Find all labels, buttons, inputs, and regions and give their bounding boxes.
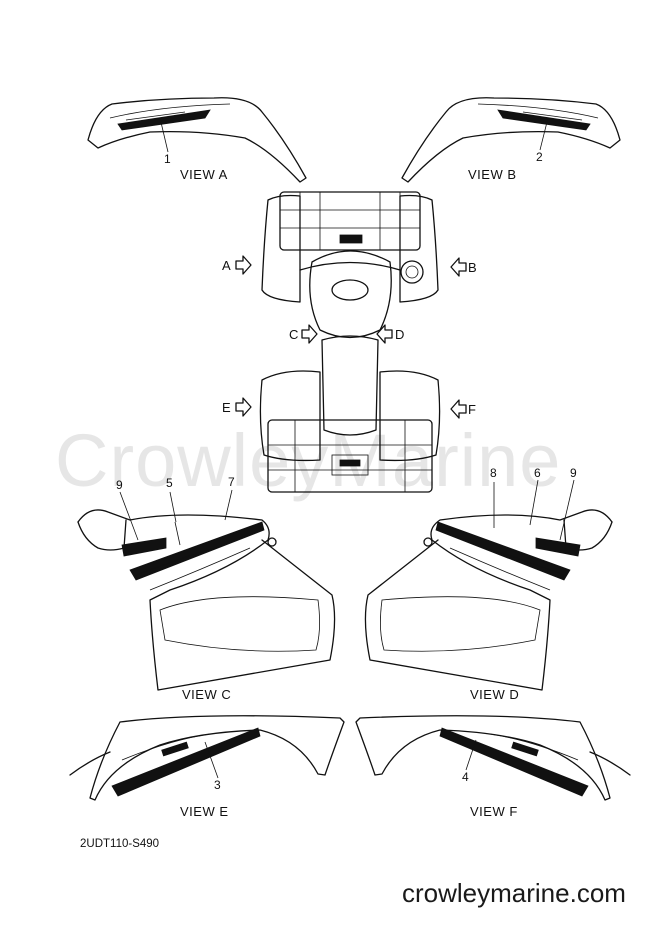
view-d-label: VIEW D bbox=[470, 687, 520, 702]
arrow-b-icon bbox=[450, 257, 467, 277]
arrow-c-icon bbox=[301, 324, 318, 344]
website-link[interactable]: crowleymarine.com bbox=[402, 878, 626, 908]
callout-8: 8 bbox=[490, 466, 497, 480]
callout-4: 4 bbox=[462, 770, 469, 784]
document-code: 2UDT110-S490 bbox=[80, 838, 160, 850]
arrow-label-e: E bbox=[222, 400, 232, 415]
view-f-fender bbox=[355, 715, 631, 801]
callout-9-left: 9 bbox=[116, 478, 123, 492]
callout-2: 2 bbox=[536, 150, 543, 164]
view-e-fender bbox=[69, 715, 345, 801]
view-f-label: VIEW F bbox=[470, 804, 518, 819]
view-d-panel bbox=[364, 509, 613, 691]
arrow-d-icon bbox=[376, 324, 393, 344]
callout-6: 6 bbox=[534, 466, 541, 480]
view-b-fender bbox=[401, 97, 621, 183]
view-a-label: VIEW A bbox=[180, 167, 228, 182]
callout-9-right: 9 bbox=[570, 466, 577, 480]
callout-1: 1 bbox=[164, 152, 171, 166]
view-arrows bbox=[235, 255, 467, 419]
arrow-label-c: C bbox=[289, 327, 299, 342]
view-a-fender bbox=[87, 97, 307, 183]
callout-5: 5 bbox=[166, 476, 173, 490]
arrow-label-d: D bbox=[395, 327, 405, 342]
view-b-label: VIEW B bbox=[468, 167, 517, 182]
arrow-f-icon bbox=[450, 399, 467, 419]
arrow-label-f: F bbox=[468, 402, 477, 417]
leader-lines bbox=[119, 117, 575, 779]
arrow-label-a: A bbox=[222, 258, 232, 273]
callout-7: 7 bbox=[228, 475, 235, 489]
view-c-panel bbox=[77, 509, 336, 691]
arrow-a-icon bbox=[235, 255, 252, 275]
callout-3: 3 bbox=[214, 778, 221, 792]
arrow-label-b: B bbox=[468, 260, 478, 275]
arrow-e-icon bbox=[235, 397, 252, 417]
view-c-label: VIEW C bbox=[182, 687, 232, 702]
atv-top-view bbox=[259, 191, 441, 493]
view-e-label: VIEW E bbox=[180, 804, 229, 819]
